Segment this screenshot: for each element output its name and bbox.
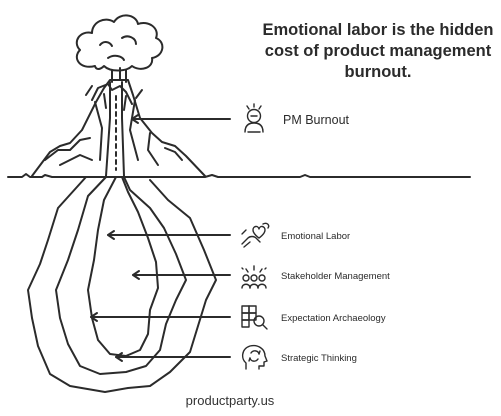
label-strategic-thinking: Strategic Thinking [281, 353, 357, 364]
group-people-icon [241, 265, 267, 289]
label-emotional-labor: Emotional Labor [281, 231, 350, 242]
iceberg-outer [27, 176, 217, 393]
iceberg-inner [87, 176, 159, 357]
diagram-title: Emotional labor is the hidden cost of pr… [262, 21, 494, 81]
volcano [31, 79, 206, 177]
eruption-cloud [75, 14, 164, 83]
hand-heart-icon [241, 222, 270, 248]
label-stakeholder-management: Stakeholder Management [281, 271, 390, 282]
label-expectation-archaeology: Expectation Archaeology [281, 313, 386, 324]
head-cycle-icon [241, 344, 268, 370]
ground-line [7, 173, 471, 178]
magnifier-blocks-icon [241, 305, 268, 330]
layer-arrows [90, 114, 231, 362]
footer-url: productparty.us [185, 393, 275, 408]
burnout-person-icon [244, 103, 264, 133]
iceberg-middle [55, 176, 187, 375]
volcano-vent [105, 81, 125, 177]
label-pm-burnout: PM Burnout [283, 113, 350, 127]
